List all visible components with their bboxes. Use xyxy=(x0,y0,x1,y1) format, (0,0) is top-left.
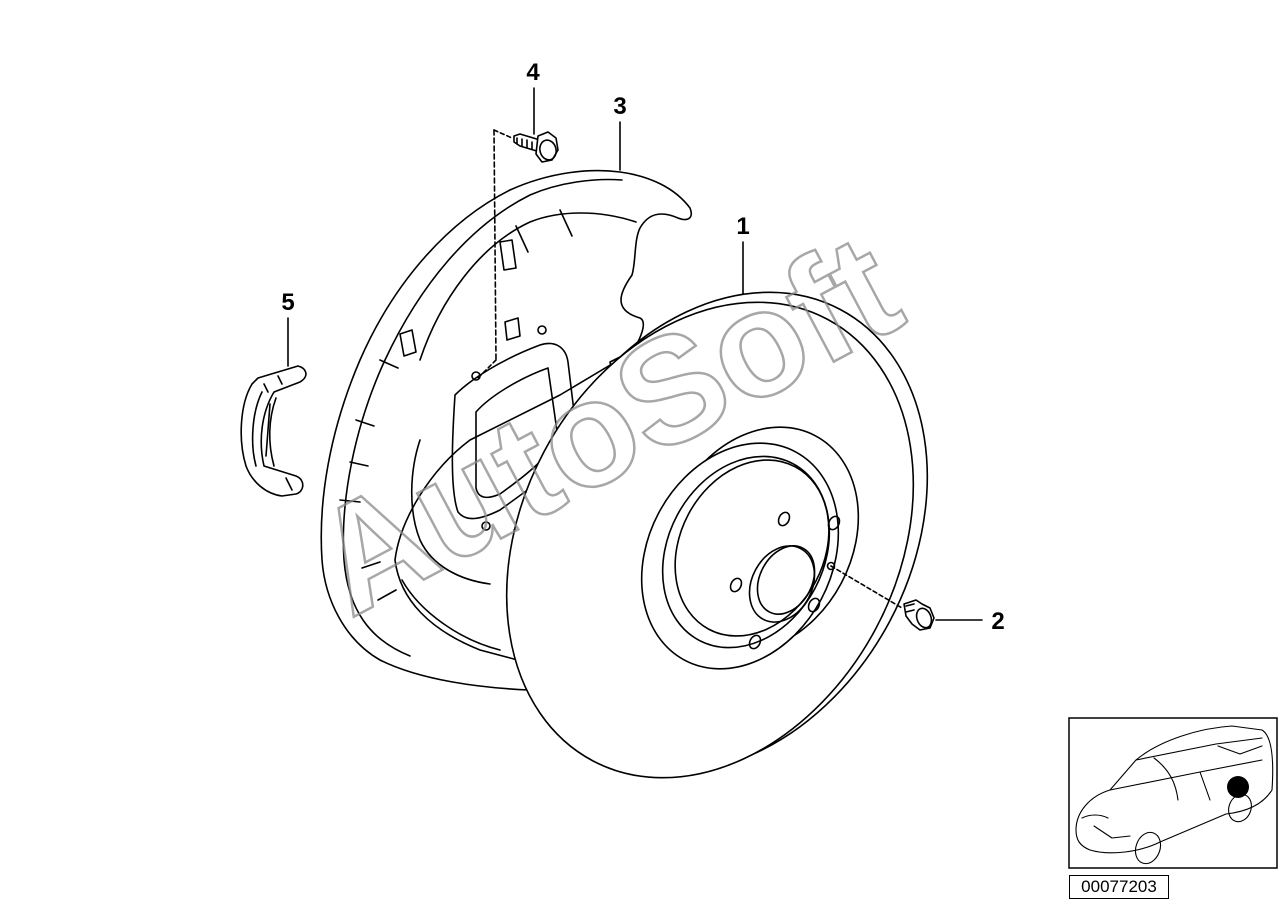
brake-disc xyxy=(505,291,929,779)
callout-1: 1 xyxy=(736,213,749,240)
reference-number-box: 00077203 xyxy=(1069,875,1169,899)
locating-screw xyxy=(830,565,935,631)
brake-shoe-retainer xyxy=(240,365,307,497)
callout-5: 5 xyxy=(281,289,294,316)
callout-3: 3 xyxy=(613,93,626,120)
hex-bolt xyxy=(477,129,559,379)
callout-4: 4 xyxy=(526,59,540,86)
location-marker xyxy=(1227,776,1249,798)
reference-number: 00077203 xyxy=(1081,877,1157,896)
vehicle-locator-inset xyxy=(1068,717,1278,869)
callout-2: 2 xyxy=(991,608,1004,635)
